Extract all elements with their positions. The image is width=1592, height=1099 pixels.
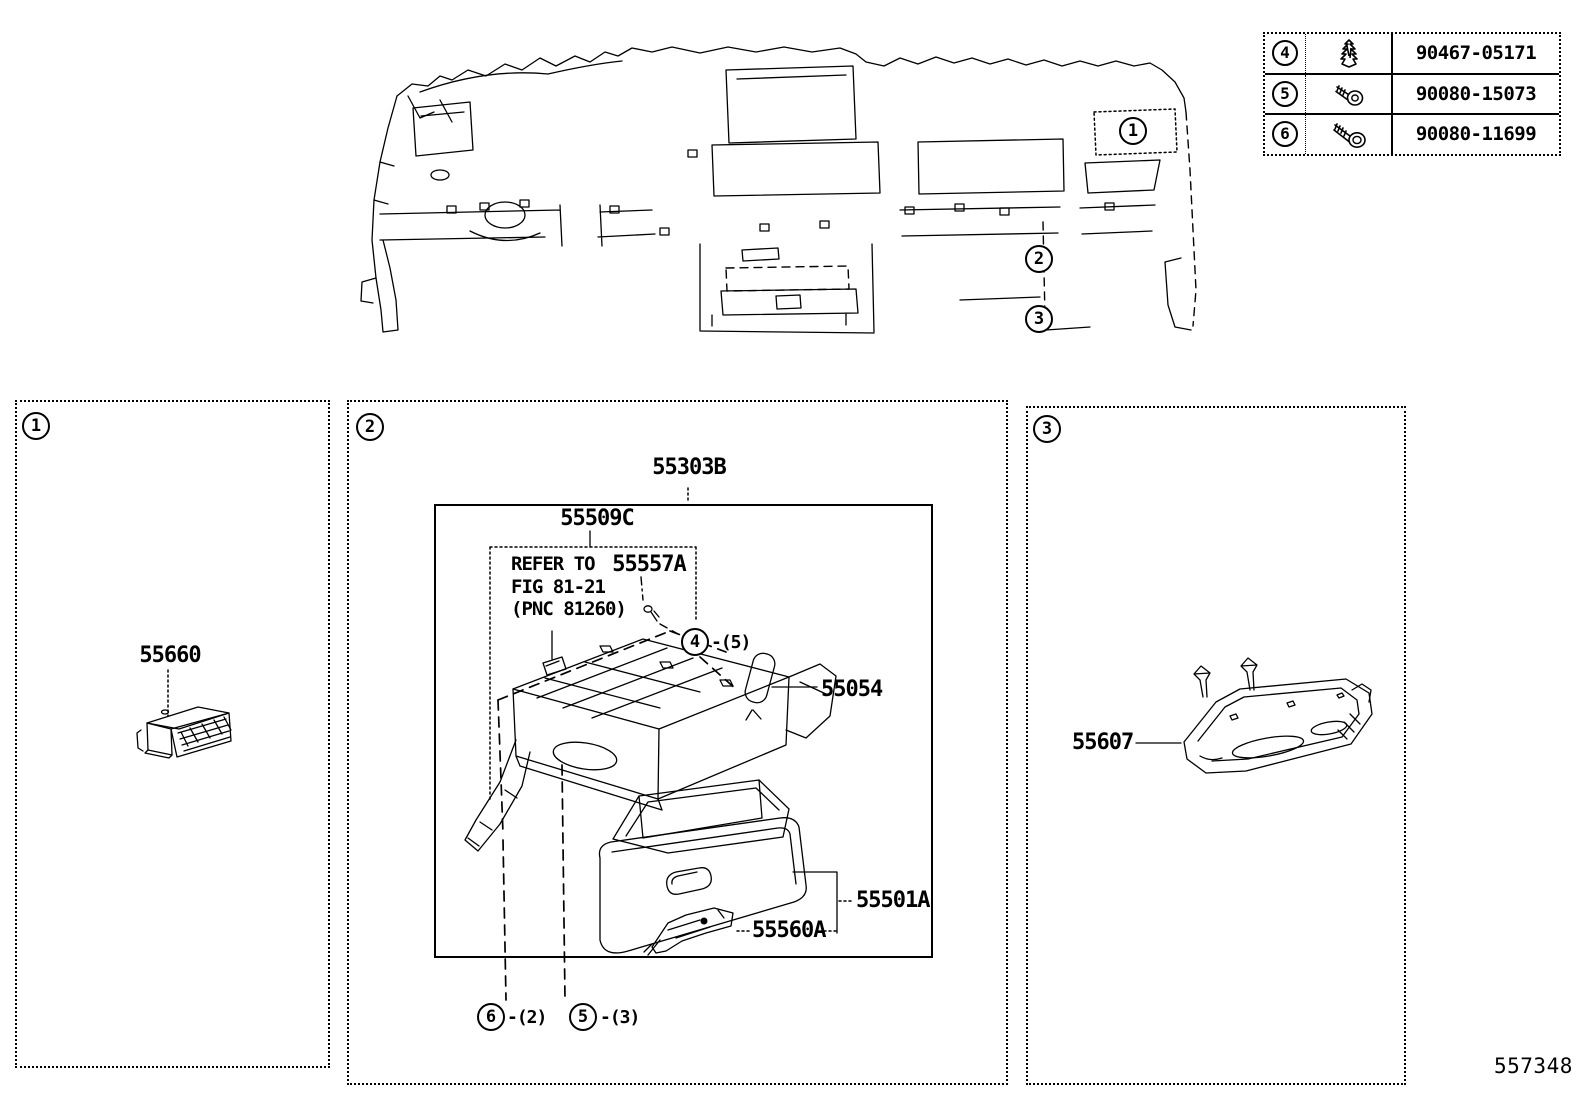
clip-drawing	[542, 656, 567, 676]
main-callout-1-number: 1	[1127, 120, 1139, 141]
part-label-55501A: 55501A	[856, 888, 930, 913]
refer-to-note-line1: REFER TO	[511, 553, 596, 575]
leader-callout-5	[561, 764, 566, 1001]
vent-register-drawing	[136, 669, 232, 759]
panel-ghost-outline-dashed	[497, 630, 739, 1001]
leader-callout-6	[502, 839, 507, 1001]
callout-5-badge: 5	[1272, 80, 1298, 107]
part-number: 90080-11699	[1415, 123, 1537, 146]
bolt-icon	[1332, 123, 1366, 149]
part-label-55509C: 55509C	[560, 506, 634, 531]
screw-icon	[1334, 84, 1363, 106]
part-label-55560A: 55560A	[752, 918, 826, 943]
screw-55557A-drawing	[640, 576, 679, 635]
callout-6-number: 6	[1280, 124, 1290, 144]
callout-6-quantity: -(2)	[507, 1007, 547, 1028]
part-number: 90467-05171	[1415, 42, 1537, 65]
callout-4-circle: 4	[681, 628, 709, 656]
clip-icon	[1339, 39, 1358, 69]
part-label-55607: 55607	[1072, 730, 1134, 755]
refer-note-frame	[489, 546, 697, 803]
instrument-panel-drawing	[360, 46, 1197, 334]
fastener-row: 4 90467-05171	[1265, 34, 1559, 75]
callout-4-number: 4	[1280, 43, 1290, 63]
refer-to-note-line2: FIG 81-21	[511, 575, 606, 598]
callout-6-circle: 6	[477, 1003, 505, 1031]
box1-corner-number: 1	[30, 415, 42, 436]
tray-55607-drawing	[1135, 657, 1373, 774]
main-callout-3: 3	[1025, 305, 1053, 333]
main-callout-1: 1	[1119, 117, 1147, 145]
figure-number: 557348	[1494, 1054, 1573, 1078]
label-leader-lines-panel2	[589, 487, 853, 934]
part-number: 90080-15073	[1415, 82, 1537, 105]
detail-box-2	[347, 400, 1008, 1085]
fastener-row: 5 90080-15073	[1265, 74, 1559, 115]
part-label-55660: 55660	[139, 643, 201, 668]
refer-to-note: REFER TO FIG 81-21 (PNC 81260)	[511, 553, 627, 621]
callout-5-circle: 5	[569, 1003, 597, 1031]
callout-4-quantity: -(5)	[711, 632, 751, 653]
fastener-row: 6 90080-11699	[1265, 115, 1559, 154]
fastener-table: 4 90467-05171 5 90080-15073 6	[1263, 32, 1561, 156]
damper-55054-drawing	[744, 652, 818, 721]
callout-4-number: 4	[689, 631, 701, 652]
detail-box-3	[1026, 406, 1406, 1085]
bracket-55501A	[792, 871, 838, 934]
callout-6-badge: 6	[1272, 121, 1298, 148]
check-strap-55560A-drawing	[643, 907, 734, 956]
callout-5-number: 5	[577, 1006, 589, 1027]
main-callout-3-number: 3	[1033, 308, 1045, 329]
box2-corner-number: 2	[364, 416, 376, 437]
callout-5-number: 5	[1280, 83, 1290, 103]
callout-4-badge: 4	[1272, 40, 1298, 67]
box3-corner-callout: 3	[1033, 415, 1061, 443]
part-label-55557A: 55557A	[612, 552, 686, 577]
callout-6-number: 6	[485, 1006, 497, 1027]
glovebox-retainer-drawing	[464, 638, 837, 852]
box2-corner-callout: 2	[356, 413, 384, 441]
glovebox-door-drawing	[598, 779, 807, 954]
door-handle	[666, 867, 712, 895]
box1-corner-callout: 1	[22, 412, 50, 440]
refer-to-note-line3: (PNC 81260)	[511, 598, 627, 620]
part-label-55054: 55054	[821, 677, 883, 702]
main-callout-2: 2	[1025, 245, 1053, 273]
detail-box-2-inner-frame	[434, 504, 933, 958]
detail-box-1	[15, 400, 330, 1068]
clip-marks	[446, 149, 1115, 236]
part-label-55303B: 55303B	[652, 455, 726, 480]
box3-corner-number: 3	[1041, 418, 1053, 439]
main-callout-2-number: 2	[1033, 248, 1045, 269]
callout-5-quantity: -(3)	[600, 1007, 640, 1028]
